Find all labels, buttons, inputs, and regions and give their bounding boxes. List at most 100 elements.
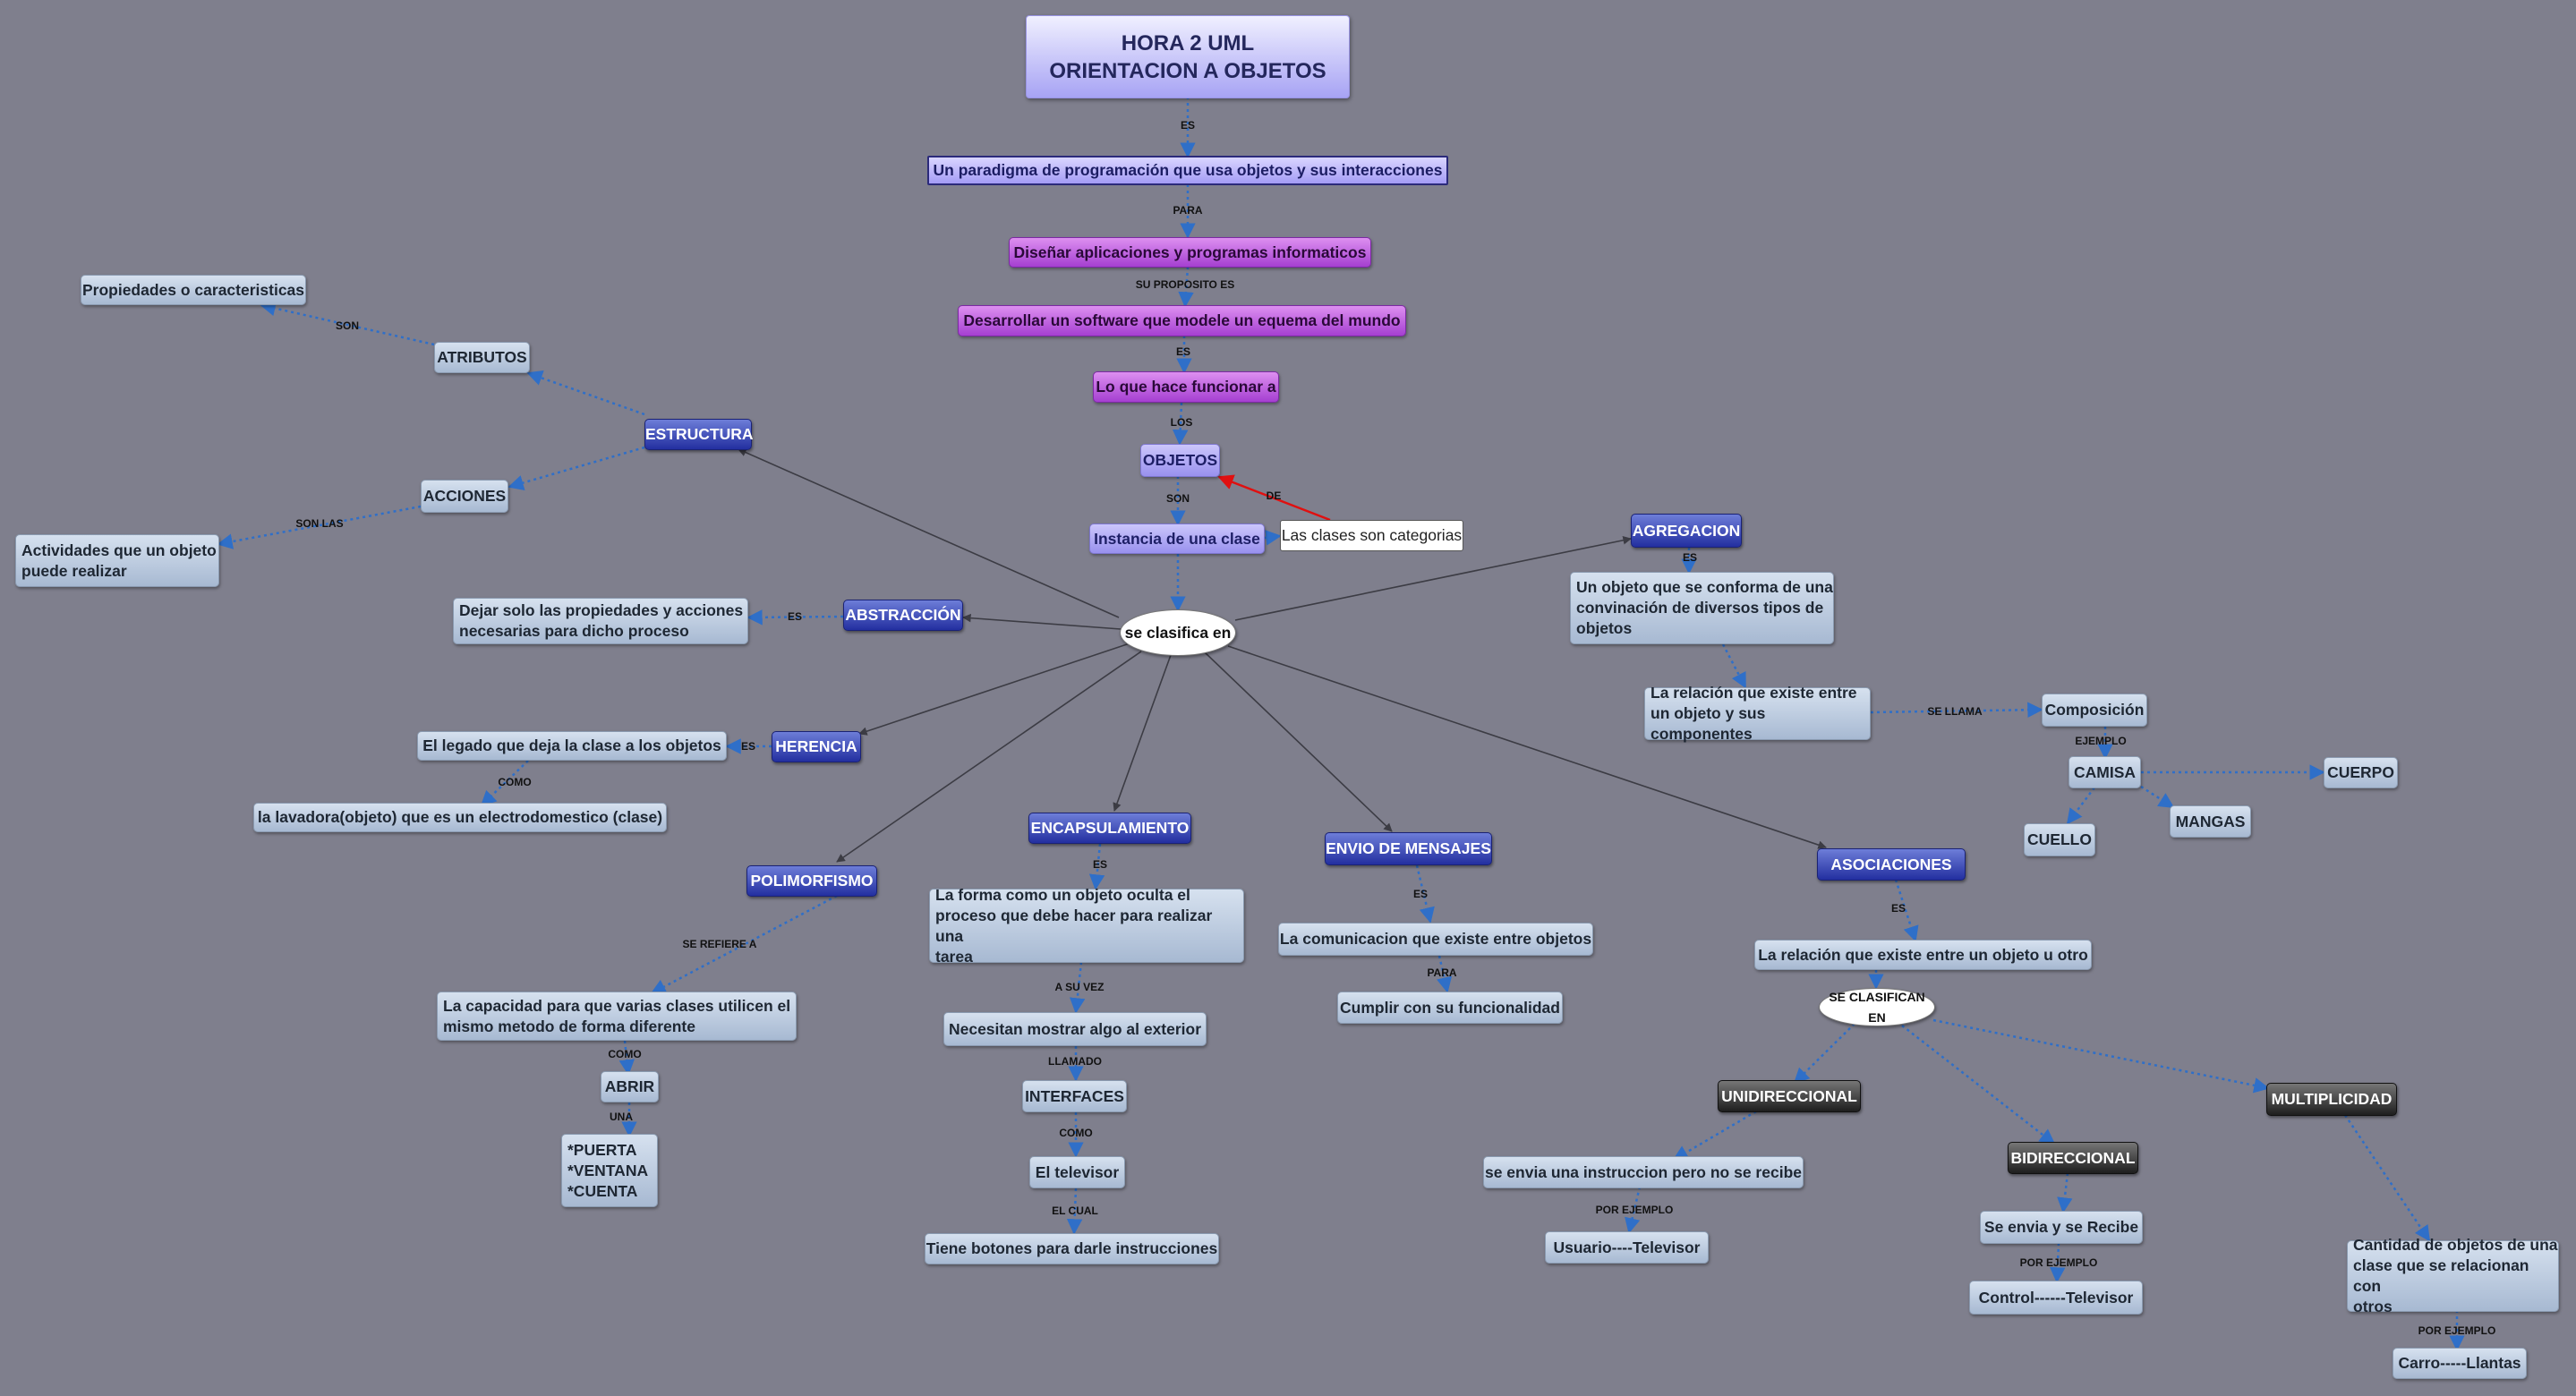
node-envia-recibe-text: Se envia y se Recibe xyxy=(1983,1218,2139,1236)
node-envia-no-recibe[interactable]: se envia una instruccion pero no se reci… xyxy=(1483,1156,1804,1188)
connector-acciones-actividades xyxy=(217,505,422,549)
node-encapsulamiento-text: ENCAPSULAMIENTO xyxy=(1030,819,1190,837)
node-envio[interactable]: ENVIO DE MENSAJES xyxy=(1325,832,1492,865)
node-multiplicidad-text: MULTIPLICIDAD xyxy=(2271,1090,2393,1108)
link-label-es: ES xyxy=(1092,858,1108,871)
connector-asociaciones-relacion xyxy=(1894,879,1919,942)
node-herencia[interactable]: HERENCIA xyxy=(772,731,861,762)
node-unidireccional[interactable]: UNIDIRECCIONAL xyxy=(1718,1080,1861,1112)
node-acciones[interactable]: ACCIONES xyxy=(421,480,508,513)
node-cantidad[interactable]: Cantidad de objetos de una clase que se … xyxy=(2347,1236,2559,1315)
node-cuerpo[interactable]: CUERPO xyxy=(2324,757,2398,788)
node-polimorfismo[interactable]: POLIMORFISMO xyxy=(746,865,877,897)
link-label-como: COMO xyxy=(608,1048,642,1060)
node-propiedades[interactable]: Propiedades o caracteristicas xyxy=(81,275,306,305)
node-forma-oculta[interactable]: La forma como un objeto oculta el proces… xyxy=(929,886,1244,966)
node-atributos[interactable]: ATRIBUTOS xyxy=(434,342,530,373)
node-puerta[interactable]: *PUERTA *VENTANA *CUENTA xyxy=(561,1134,658,1207)
node-estructura[interactable]: ESTRUCTURA xyxy=(644,419,754,450)
node-composicion[interactable]: Composición xyxy=(2042,694,2147,727)
map-title[interactable]: HORA 2 UML ORIENTACION A OBJETOS xyxy=(1026,15,1350,98)
connector-legado-lavadora xyxy=(480,760,529,807)
node-se-clasifican[interactable]: SE CLASIFICAN EN xyxy=(1819,988,1935,1026)
link-label-es: ES xyxy=(1890,902,1906,915)
link-label-su-proposito: SU PROPOSITO ES xyxy=(1135,278,1235,291)
link-label-el-cual: EL CUAL xyxy=(1052,1204,1098,1217)
link-label-llamado: LLAMADO xyxy=(1048,1055,1102,1068)
connector-camisa-cuello xyxy=(2066,787,2095,825)
node-objetos[interactable]: OBJETOS xyxy=(1140,444,1220,477)
node-paradigma[interactable]: Un paradigma de programación que usa obj… xyxy=(927,156,1448,185)
node-abrir[interactable]: ABRIR xyxy=(601,1071,659,1102)
connector-envio xyxy=(1203,651,1393,832)
node-clases-categorias[interactable]: Las clases son categorias xyxy=(1280,520,1463,551)
node-control-tv[interactable]: Control------Televisor xyxy=(1969,1281,2143,1315)
node-cuello-text: CUELLO xyxy=(2027,830,2092,848)
node-agregacion[interactable]: AGREGACION xyxy=(1631,514,1742,548)
node-legado[interactable]: El legado que deja la clase a los objeto… xyxy=(417,731,727,761)
link-label-es: ES xyxy=(740,740,756,753)
node-bidireccional[interactable]: BIDIRECCIONAL xyxy=(2008,1142,2138,1174)
node-se-clasifica-text: se clasifica en xyxy=(1124,623,1232,642)
link-label-son: SON xyxy=(1165,492,1190,505)
node-conforma[interactable]: Un objeto que se conforma de una convina… xyxy=(1570,572,1834,644)
node-envia-recibe[interactable]: Se envia y se Recibe xyxy=(1980,1211,2143,1244)
node-hace-funcionar[interactable]: Lo que hace funcionar a xyxy=(1093,371,1279,403)
link-label-los: LOS xyxy=(1170,416,1193,429)
node-paradigma-text: Un paradigma de programación que usa obj… xyxy=(933,161,1443,179)
node-camisa[interactable]: CAMISA xyxy=(2068,756,2141,788)
connector-clases-objetos xyxy=(1217,474,1331,522)
node-actividades-text: Actividades que un objeto puede realizar xyxy=(21,541,217,580)
node-se-clasifica[interactable]: se clasifica en xyxy=(1120,609,1236,656)
node-televisor[interactable]: El televisor xyxy=(1029,1156,1125,1188)
node-lavadora[interactable]: la lavadora(objeto) que es un electrodom… xyxy=(253,803,667,832)
node-instancia[interactable]: Instancia de una clase xyxy=(1089,524,1265,554)
node-botones[interactable]: Tiene botones para darle instrucciones xyxy=(925,1233,1219,1264)
link-label-es: ES xyxy=(1412,888,1429,900)
connector-instancia-clases xyxy=(1264,530,1282,546)
connector-clasifican-bi xyxy=(1901,1025,2056,1145)
connector-disenar-desarrollar xyxy=(1178,266,1194,308)
node-asociaciones[interactable]: ASOCIACIONES xyxy=(1817,848,1966,881)
node-cuello[interactable]: CUELLO xyxy=(2024,823,2095,856)
link-label-se-refiere: SE REFIERE A xyxy=(682,938,757,950)
node-cantidad-text: Cantidad de objetos de una clase que se … xyxy=(2353,1236,2558,1315)
link-label-una: UNA xyxy=(610,1111,633,1123)
node-cumplir[interactable]: Cumplir con su funcionalidad xyxy=(1337,992,1563,1024)
connector-asociaciones xyxy=(1227,645,1827,849)
link-label-como: COMO xyxy=(498,776,532,788)
node-instancia-text: Instancia de una clase xyxy=(1094,529,1260,548)
node-relacion-comp[interactable]: La relación que existe entre un objeto y… xyxy=(1644,684,1871,743)
node-disenar[interactable]: Diseñar aplicaciones y programas informa… xyxy=(1009,237,1371,268)
node-multiplicidad[interactable]: MULTIPLICIDAD xyxy=(2266,1083,2397,1116)
node-estructura-text: ESTRUCTURA xyxy=(645,425,754,443)
link-label-se-llama: SE LLAMA xyxy=(1927,705,1983,718)
node-agregacion-text: AGREGACION xyxy=(1632,521,1741,540)
connector-multi-cantidad xyxy=(2343,1114,2431,1242)
node-abstraccion-text: ABSTRACCIÓN xyxy=(845,606,961,624)
link-label-son: SON xyxy=(335,319,360,332)
node-relacion-otro[interactable]: La relación que existe entre un objeto u… xyxy=(1754,940,2092,970)
connector-estructura-acciones xyxy=(508,446,645,490)
node-actividades[interactable]: Actividades que un objeto puede realizar xyxy=(15,534,219,587)
node-encapsulamiento[interactable]: ENCAPSULAMIENTO xyxy=(1028,813,1191,844)
node-herencia-text: HERENCIA xyxy=(775,737,857,755)
node-dejar-solo[interactable]: Dejar solo las propiedades y acciones ne… xyxy=(453,598,748,644)
node-interfaces[interactable]: INTERFACES xyxy=(1022,1080,1127,1112)
node-acciones-text: ACCIONES xyxy=(422,487,507,505)
node-dejar-solo-text: Dejar solo las propiedades y acciones ne… xyxy=(459,601,744,640)
node-desarrollar[interactable]: Desarrollar un software que modele un eq… xyxy=(958,305,1406,336)
node-capacidad[interactable]: La capacidad para que varias clases util… xyxy=(437,992,797,1041)
node-mangas-text: MANGAS xyxy=(2175,812,2246,830)
node-usuario-tv[interactable]: Usuario----Televisor xyxy=(1545,1231,1709,1264)
node-abstraccion[interactable]: ABSTRACCIÓN xyxy=(843,600,963,631)
node-mangas[interactable]: MANGAS xyxy=(2170,805,2251,838)
link-label-como: COMO xyxy=(1059,1127,1093,1139)
node-disenar-text: Diseñar aplicaciones y programas informa… xyxy=(1013,243,1367,261)
connector-envia-usuario xyxy=(1625,1186,1642,1234)
node-televisor-text: El televisor xyxy=(1035,1162,1120,1181)
link-label-es: ES xyxy=(1175,345,1191,358)
node-necesitan[interactable]: Necesitan mostrar algo al exterior xyxy=(943,1012,1207,1046)
node-comunicacion[interactable]: La comunicacion que existe entre objetos xyxy=(1278,923,1593,956)
node-carro[interactable]: Carro-----Llantas xyxy=(2393,1348,2527,1379)
